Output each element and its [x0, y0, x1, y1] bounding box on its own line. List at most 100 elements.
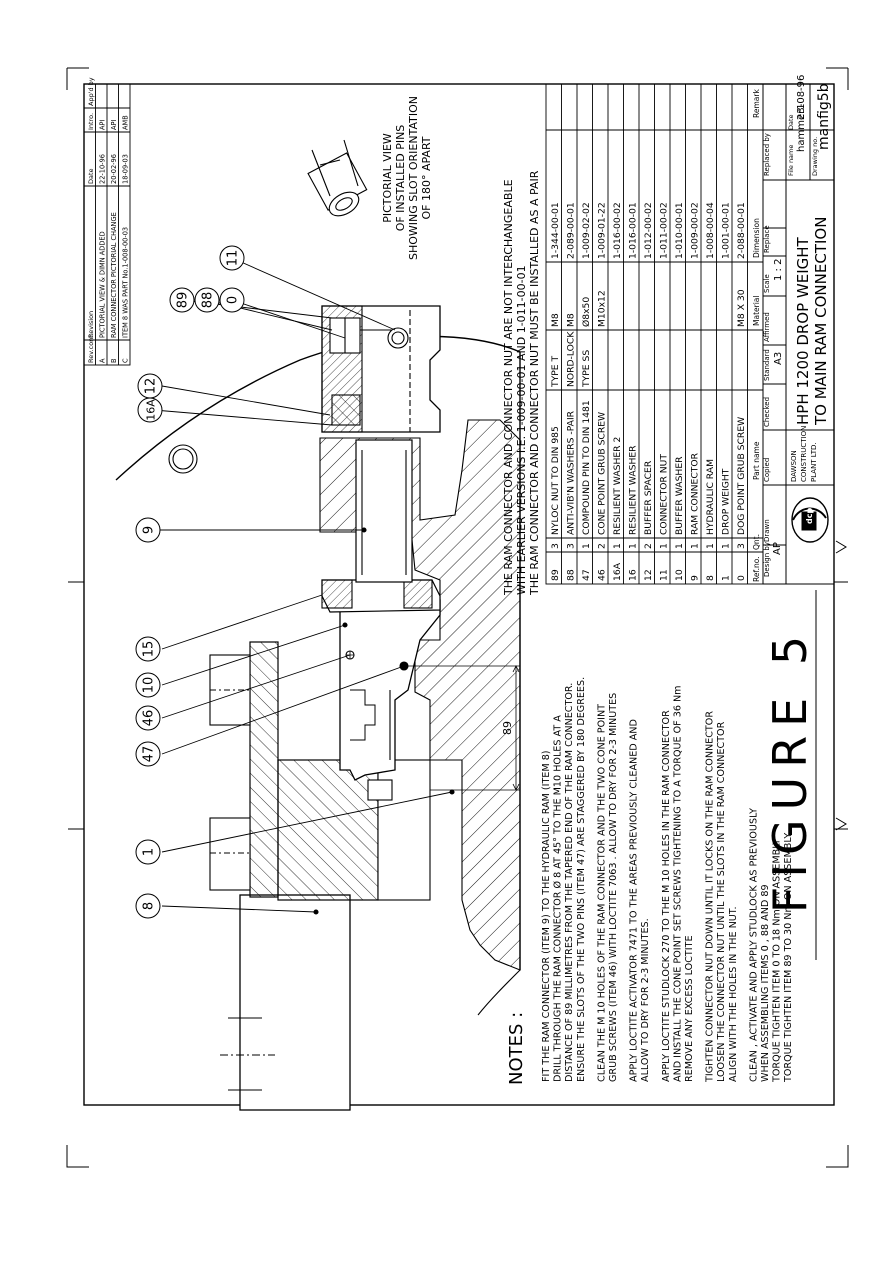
balloon-46: 46 [142, 710, 157, 727]
pictorial-caption: PICTORIAL VIEW OF INSTALLED PINS SHOWING… [381, 96, 433, 260]
parts-row-10-cell-6: 1-010-00-01 [674, 202, 685, 259]
revision-header-2: Revision [87, 311, 95, 338]
date-value: 23-08-96 [796, 75, 807, 120]
section-drawing [115, 139, 521, 1111]
parts-row-11-cell-3: CONNECTOR NUT [658, 454, 669, 535]
pictorial-caption-line-3: SHOWING SLOT ORIENTATION [407, 96, 420, 260]
notes-paragraph-5-line-1: TIGHTEN CONNECTOR NUT DOWN UNTIL IT LOCK… [705, 711, 716, 1083]
revision-row-B-cell-3: 20-02-96 [110, 154, 118, 184]
item-balloons [135, 245, 245, 919]
parts-row-9-cell-6: 1-009-00-02 [689, 202, 700, 259]
revision-row-A-cell-4: API [98, 120, 106, 130]
parts-row-16-cell-2: 1 [627, 543, 638, 549]
notes-paragraph-2-line-1: CLEAN THE M 10 HOLES OF THE RAM CONNECTO… [596, 704, 607, 1082]
notes-paragraph-6-line-1: CLEAN , ACTIVATE AND APPLY STUDLOCK AS P… [748, 808, 759, 1082]
standard-value: A3 [773, 352, 784, 365]
pictorial-pin [307, 139, 368, 217]
parts-row-46-cell-1: 46 [596, 569, 607, 581]
design-by-label: Design by [763, 542, 771, 577]
standard-label: Standard [763, 349, 771, 381]
notes-paragraph-1-line-3: DISTANCE OF 89 MILLIMETRES FROM THE TAPE… [564, 683, 575, 1082]
parts-row-47-cell-5: Ø8x50 [581, 297, 592, 327]
notes-paragraph-6-line-2: WHEN ASSEMBLING ITEMS 0 , 88 AND 89 [760, 884, 771, 1082]
parts-row-9-cell-2: 1 [689, 543, 700, 549]
scale-label: Scale [763, 274, 771, 293]
parts-row-16-cell-1: 16 [627, 569, 638, 581]
revision-row-C-cell-2: ITEM 8 WAS PART No.1-008-00-03 [121, 227, 129, 338]
parts-warning: THE RAM CONNECTOR AND CONNECTOR NUT ARE … [502, 170, 541, 596]
parts-row-89-cell-3: NYLOC NUT TO DIN 985 [550, 426, 561, 535]
parts-row-9-cell-1: 9 [689, 575, 700, 581]
revision-row-C-cell-4: AMB [121, 115, 129, 130]
parts-header-5: Dimension [752, 218, 761, 258]
balloon-12: 12 [144, 378, 159, 395]
parts-row-1-cell-6: 1-001-00-01 [720, 202, 731, 259]
checked-label: Checked [763, 397, 771, 427]
parts-row-16A-cell-6: 1-016-00-02 [612, 202, 623, 259]
parts-warning-line-1: THE RAM CONNECTOR AND CONNECTOR NUT ARE … [502, 179, 515, 596]
drawn-label: Drawn [763, 519, 771, 542]
balloon-8: 8 [142, 902, 157, 910]
parts-row-8-cell-2: 1 [705, 543, 716, 549]
scale-value: 1 : 2 [773, 259, 784, 281]
parts-header-4: Material [752, 296, 761, 326]
file-name-value: hammer1 [796, 103, 807, 152]
parts-row-88-cell-1: 88 [565, 569, 576, 581]
frame-markers [68, 540, 848, 831]
parts-row-47-cell-2: 1 [581, 543, 592, 549]
balloon-10: 10 [142, 677, 157, 694]
parts-row-16A-cell-1: 16A [612, 562, 623, 581]
notes: NOTES : FIT THE RAM CONNECTOR (ITEM 9) T… [506, 677, 794, 1085]
parts-row-0-cell-5: M8 X 30 [736, 289, 747, 327]
parts-row-1-cell-3: DROP WEIGHT [720, 468, 731, 535]
parts-row-46-cell-3: CONE POINT GRUB SCREW [596, 412, 607, 535]
design-by-value: AP [772, 542, 783, 555]
parts-row-46-cell-2: 2 [596, 543, 607, 549]
revision-row-B-cell-2: RAM CONNECTOR PICTORIAL CHANGE [110, 212, 118, 338]
parts-row-89-cell-6: 1-344-00-01 [550, 202, 561, 259]
parts-row-0-cell-6: 2-088-00-01 [736, 202, 747, 259]
pictorial-caption-line-2: OF INSTALLED PINS [394, 125, 407, 232]
parts-row-8-cell-6: 1-008-00-04 [705, 202, 716, 259]
revision-row-B-cell-1: B [110, 358, 118, 363]
company-name-line-2: CONSTRUCTION [800, 426, 808, 482]
parts-row-88-cell-3: ANTI-VIB'N WASHERS -PAIR [565, 410, 576, 535]
parts-row-88-cell-6: 2-089-00-01 [565, 202, 576, 259]
notes-paragraph-1-line-2: DRILL THROUGH THE RAM CONNECTOR Ø 8 AT 4… [552, 715, 564, 1082]
parts-warning-line-3: THE RAM CONNECTOR AND CONNECTOR NUT MUST… [528, 170, 541, 596]
revision-header-4: Intro. [87, 113, 95, 130]
parts-row-16A-cell-2: 1 [612, 543, 623, 549]
parts-row-10-cell-1: 10 [674, 569, 685, 581]
notes-paragraph-6-line-4: TORQUE TIGHTEN ITEM 89 TO 30 Nm ON ASSEM… [783, 833, 794, 1083]
replaced-by-label: Replaced by [763, 133, 771, 176]
revision-row-B-cell-4: API [110, 120, 118, 130]
drawing-no-value: manfig5b [816, 83, 832, 150]
parts-row-9-cell-3: RAM CONNECTOR [689, 452, 700, 535]
notes-paragraph-3-line-1: APPLY LOCTITE ACTIVATOR 7471 TO THE AREA… [629, 719, 640, 1082]
parts-row-12-cell-3: BUFFER SPACER [643, 460, 654, 535]
parts-row-47-cell-6: 1-009-02-02 [581, 202, 592, 259]
affirmed-label: Affirmed [763, 312, 771, 342]
drawing-no-label: Drawing no. [811, 137, 819, 176]
parts-row-16-cell-3: RESILIENT WASHER [627, 445, 638, 535]
parts-row-88-cell-4: NORD-LOCK [565, 331, 576, 387]
company-name-line-1: DAWSON [790, 450, 798, 482]
balloon-47: 47 [142, 746, 157, 763]
parts-header-6: Remark [752, 89, 761, 118]
parts-header-3: Part name [752, 441, 761, 480]
revision-header-3: Date [87, 168, 95, 184]
parts-row-47-cell-3: COMPOUND PIN TO DIN 1481 [581, 400, 592, 535]
parts-row-16-cell-6: 1-016-00-01 [627, 202, 638, 259]
revision-header-1: Rev.cont. [87, 333, 95, 363]
notes-heading: NOTES : [506, 1012, 527, 1085]
crop-marks [66, 67, 849, 1168]
pictorial-caption-line-4: OF 180° APART [420, 136, 433, 219]
parts-row-0-cell-3: DOG POINT GRUB SCREW [736, 417, 747, 535]
parts-row-88-cell-2: 3 [565, 543, 576, 549]
parts-list-table: Ref.no.Qnt.Part nameMaterialDimensionRem… [545, 83, 764, 585]
revision-row-C-cell-3: 18-09-03 [121, 154, 129, 184]
parts-row-10-cell-2: 1 [674, 543, 685, 549]
balloon-9: 9 [142, 526, 157, 534]
notes-paragraph-3-line-2: ALLOW TO DRY FOR 2-3 MINUTES. [640, 918, 651, 1082]
parts-row-8-cell-1: 8 [705, 575, 716, 581]
